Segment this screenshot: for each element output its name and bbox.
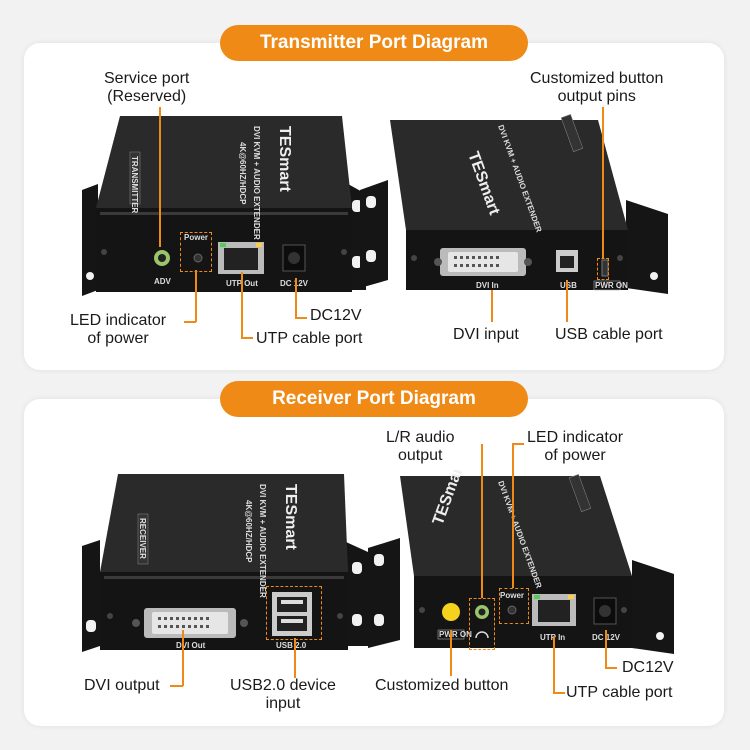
- tx-power-highlight: [180, 232, 212, 272]
- tx-usb-label: USB: [560, 281, 577, 290]
- rx-power-highlight: [499, 588, 529, 624]
- rx-audio-callout: L/R audio output: [386, 429, 455, 464]
- tx-dvi-in-label: DVI In: [476, 281, 499, 290]
- rx-usb-highlight: [266, 586, 322, 640]
- tx-dvi-callout: DVI input: [453, 326, 519, 343]
- rx-usb2-callout: USB2.0 device input: [230, 677, 336, 712]
- tx-usb-callout: USB cable port: [555, 326, 663, 343]
- tx-service-port-callout: Service port (Reserved): [104, 70, 190, 105]
- rx-extender-text: DVI KVM + AUDIO EXTENDER: [258, 484, 267, 598]
- transmitter-title: Transmitter Port Diagram: [220, 25, 528, 61]
- receiver-front-device: TESmart DVI KVM + AUDIO EXTENDER 4K@60HZ…: [82, 474, 368, 652]
- rx-custom-button-callout: Customized button: [375, 677, 509, 694]
- tx-pwr-on-label: PWR ON: [595, 281, 628, 290]
- rx-tag-text: RECEIVER: [138, 518, 147, 559]
- receiver-title: Receiver Port Diagram: [220, 381, 528, 417]
- tx-extender-text: DVI KVM + AUDIO EXTENDER: [252, 126, 261, 240]
- tx-power-label: Power: [184, 233, 208, 242]
- tx-utp-callout: UTP cable port: [256, 330, 363, 347]
- rx-utp-callout: UTP cable port: [566, 684, 673, 701]
- rx-usb20-label: USB 2.0: [276, 641, 307, 650]
- rx-power-label: Power: [500, 591, 524, 600]
- rx-brand-logo: TESmart: [282, 484, 299, 550]
- tx-pins-highlight: [597, 258, 609, 280]
- rx-sub-text: 4K@60HZ/HDCP: [244, 500, 253, 563]
- tx-brand-logo: TESmart: [276, 126, 293, 192]
- receiver-back-device: TESmart DVI KVM + AUDIO EXTENDER PWR ON …: [368, 470, 674, 654]
- rx-pwr-on-label: PWR ON: [439, 630, 472, 639]
- rx-led-callout: LED indicator of power: [527, 429, 624, 464]
- tx-tag-text: TRANSMITTER: [130, 156, 139, 214]
- tx-dc-callout: DC12V: [310, 307, 362, 324]
- tx-led-callout: LED indicator of power: [70, 312, 167, 347]
- rx-audio-highlight: [469, 598, 495, 650]
- rx-dc-callout: DC12V: [622, 659, 674, 676]
- tx-custom-pins-callout: Customized button output pins: [530, 70, 664, 105]
- rx-dvi-callout: DVI output: [84, 677, 160, 694]
- transmitter-back-device: TESmart DVI KVM + AUDIO EXTENDER DVI In …: [360, 114, 668, 294]
- rx-dvi-out-label: DVI Out: [176, 641, 206, 650]
- tx-dc12v-label: DC 12V: [280, 279, 309, 288]
- tx-sub-text: 4K@60HZ/HDCP: [238, 142, 247, 205]
- tx-adv-label: ADV: [154, 277, 172, 286]
- rx-utp-in-label: UTP In: [540, 633, 565, 642]
- transmitter-front-device: TESmart DVI KVM + AUDIO EXTENDER 4K@60HZ…: [82, 116, 366, 296]
